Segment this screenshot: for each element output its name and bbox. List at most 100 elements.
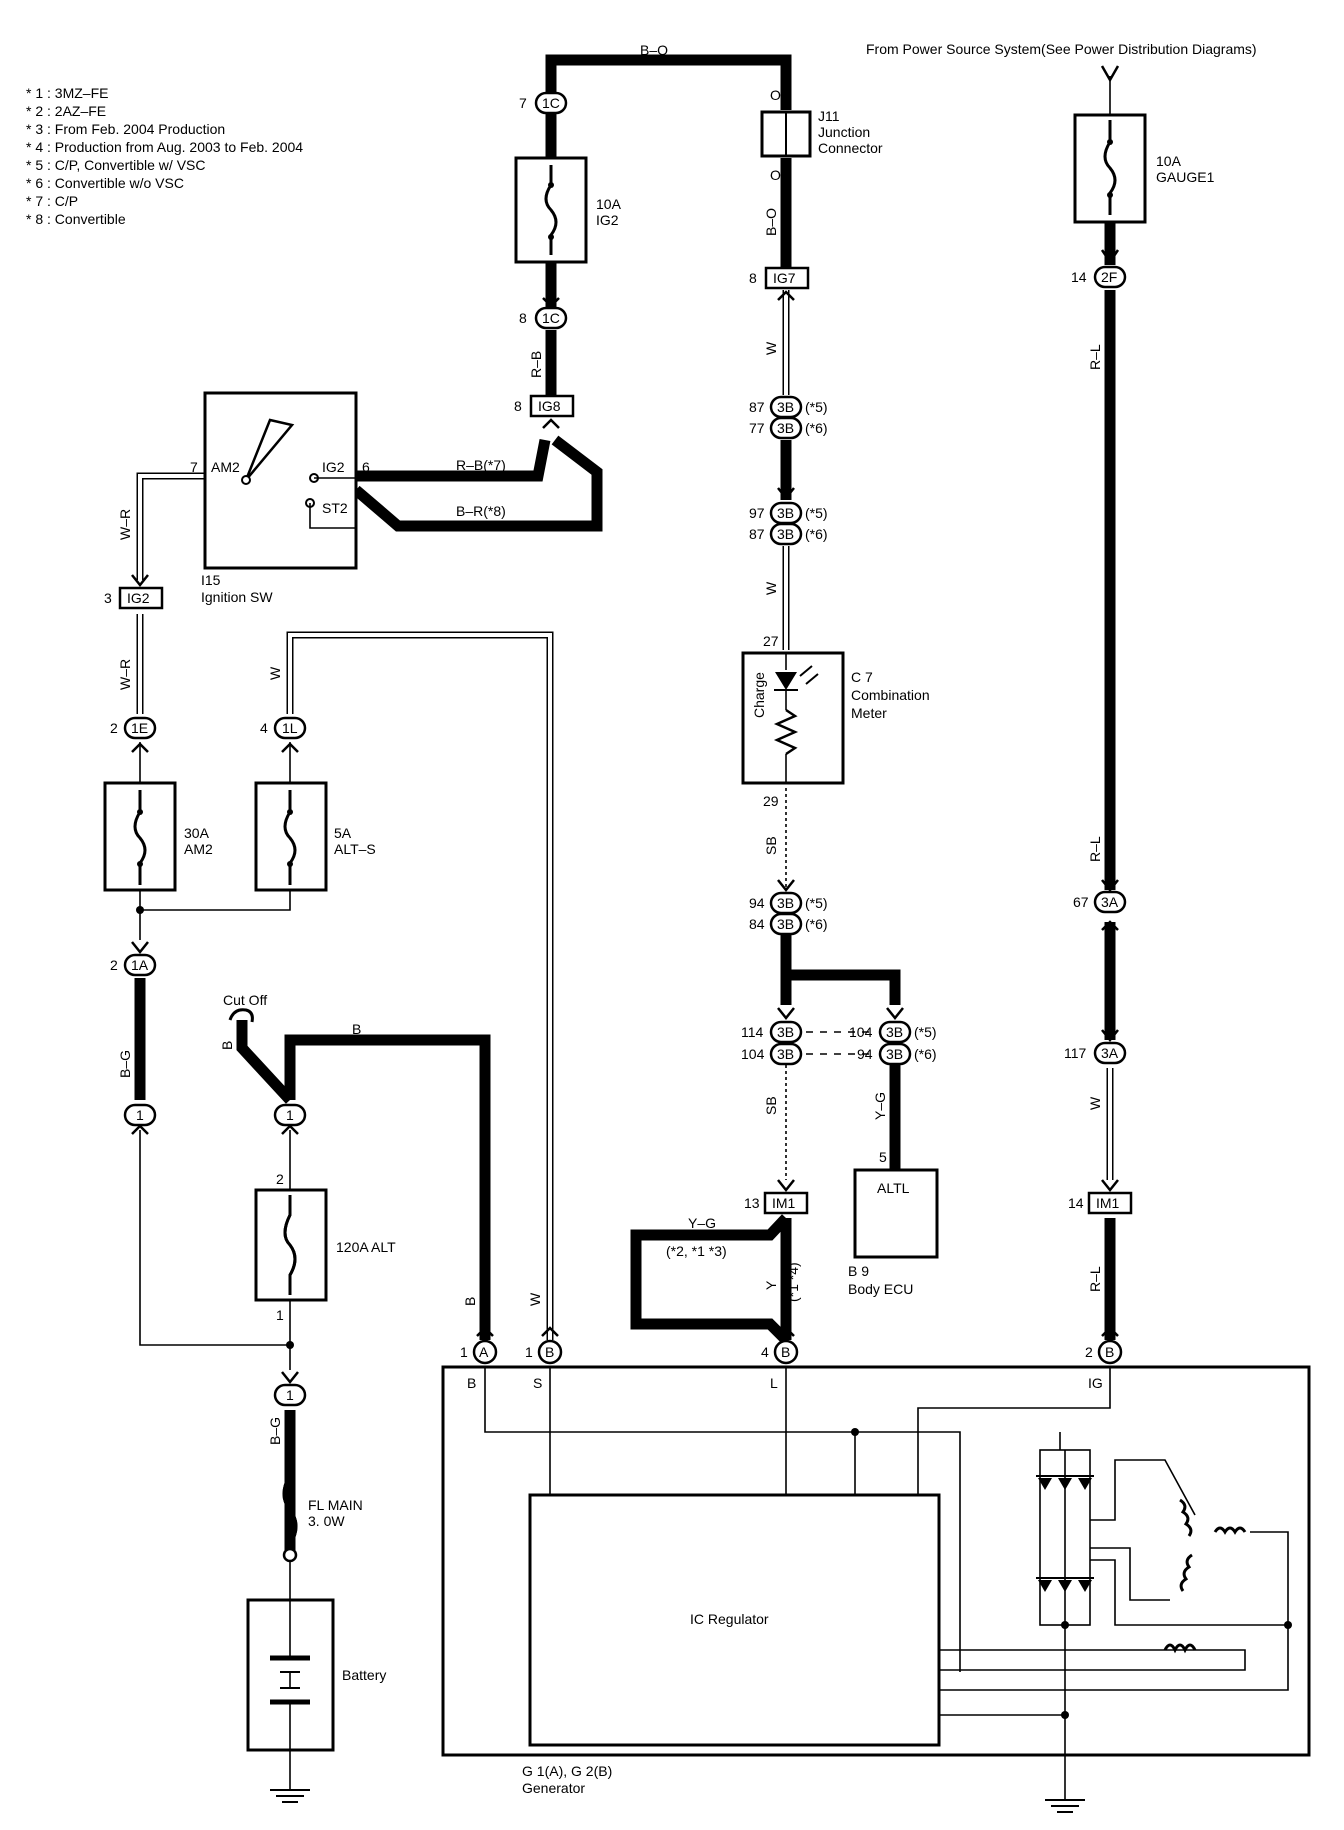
connector-gen-b [1097, 1339, 1123, 1365]
wire-w-r-core [138, 474, 215, 580]
chevron-down-icon [1100, 65, 1120, 83]
chevron-up-icon [1101, 1326, 1119, 1337]
battery: Battery [246, 1598, 386, 1803]
connector-code: 2F [1101, 269, 1117, 285]
connector-code: 3B [777, 505, 794, 521]
chevron-down-icon [777, 1007, 795, 1021]
junction-line2: Connector [818, 140, 883, 156]
footnote: * 6 : Convertible w/o VSC [26, 175, 184, 191]
fuse-icon [133, 790, 147, 885]
wire-label: B–G [117, 1050, 133, 1078]
ic-regulator-label: IC Regulator [690, 1611, 769, 1627]
junction-dot [1061, 1711, 1069, 1719]
ignition-switch: AM2 IG2 ST2 7 6 I15 Ignition SW [190, 391, 370, 605]
connector-3b [769, 416, 803, 440]
connector-pin: 1 [525, 1344, 533, 1360]
fuse-ig2: 10A IG2 [514, 156, 622, 264]
connector-3a [1093, 1041, 1127, 1065]
chevron-up-icon [281, 1124, 299, 1135]
body-ecu-name: Body ECU [848, 1281, 913, 1297]
connector-pin: 117 [1064, 1045, 1087, 1061]
connector-note: (*5) [805, 895, 828, 911]
connector-pin: 13 [744, 1195, 760, 1211]
fuse-120a-alt: 120A ALT 2 1 [254, 1171, 396, 1349]
wire-label: R–L [1087, 344, 1103, 370]
junction-dot [851, 1428, 859, 1436]
connector-code: A [479, 1344, 489, 1360]
connector-code: 3B [777, 399, 794, 415]
connector-code: 3B [777, 526, 794, 542]
connector-note: (*5) [805, 399, 828, 415]
wire-label: R–L [1087, 836, 1103, 862]
fuse-icon [1103, 120, 1117, 215]
footnote: * 5 : C/P, Convertible w/ VSC [26, 157, 206, 173]
chevron-up-icon [542, 418, 560, 429]
arrow-layer [131, 65, 1120, 1385]
chevron-down-icon [542, 297, 560, 308]
stator-coil-icon [1213, 1526, 1247, 1535]
generator-name: Generator [522, 1780, 585, 1796]
connector-pin: 14 [1071, 269, 1087, 285]
meter-line2: Meter [851, 705, 887, 721]
wire-label: R–L [1087, 1266, 1103, 1292]
wire-label: W–R [117, 659, 133, 690]
fuse-am2: 30A AM2 [103, 781, 213, 892]
gen-wire-ig [917, 1367, 1111, 1495]
connector-code: 3B [777, 420, 794, 436]
chevron-up-icon [777, 290, 795, 301]
wire-label: Y [763, 1280, 779, 1290]
footnote: * 3 : From Feb. 2004 Production [26, 121, 226, 137]
connector-code: 3B [777, 1024, 794, 1040]
wire-label: Y–G [688, 1215, 716, 1231]
terminal-ig-label: IG [1088, 1375, 1103, 1391]
connector-pin: 114 [741, 1024, 764, 1040]
body-ecu-box [853, 1168, 939, 1259]
wire-w-alt-s [286, 631, 554, 1340]
chevron-up-icon [1101, 920, 1119, 931]
terminal-l-label: L [770, 1375, 778, 1391]
fuse-alt-s-rating: 5A [334, 825, 352, 841]
wire-b-o [545, 54, 792, 110]
connector-pin: 97 [749, 505, 765, 521]
connector-note: (*5) [914, 1024, 937, 1040]
connector-pin: 104 [741, 1046, 765, 1062]
fuse-icon [544, 165, 558, 255]
connector-code: IM1 [772, 1195, 796, 1211]
wire-w-alt-s-core [288, 633, 552, 1340]
connector-code: IM1 [1096, 1195, 1120, 1211]
diode-row-bottom [1036, 1577, 1094, 1592]
stator-lead [1090, 1459, 1196, 1521]
connector-code: 1 [136, 1107, 144, 1123]
chevron-up-icon [777, 1326, 795, 1337]
connector-code: 3B [886, 1024, 903, 1040]
stator-lead [1090, 1531, 1289, 1626]
wire-label: SB [763, 1096, 779, 1115]
wire-label: W [267, 666, 283, 680]
ignition-id: I15 [201, 572, 221, 588]
junction-dot [286, 1341, 294, 1349]
fuse-ig2-rating: 10A [596, 196, 622, 212]
wire-label: W–R [117, 509, 133, 540]
connector-pin: 7 [519, 95, 527, 111]
wire-label: B [352, 1021, 361, 1037]
fuse-ig2-name: IG2 [596, 212, 619, 228]
connector-code: 3A [1101, 1045, 1119, 1061]
wire-label: SB [763, 836, 779, 855]
connector-note: (*5) [805, 505, 828, 521]
wire-layer [134, 54, 1116, 1790]
connector-1 [273, 1383, 307, 1407]
chevron-up-icon [131, 1124, 149, 1135]
ignition-name: Ignition SW [201, 589, 273, 605]
wire-b-r-8 [352, 435, 603, 532]
connector-3b [878, 1042, 912, 1066]
connector-code: IG8 [538, 398, 561, 414]
connector-1e [123, 716, 157, 740]
connector-pin: 4 [260, 720, 268, 736]
terminal-b-label: B [467, 1375, 476, 1391]
connector-code: 1A [131, 957, 149, 973]
connector-code: 3B [777, 1046, 794, 1062]
connector-pin: 94 [749, 895, 765, 911]
diode-row-top [1036, 1475, 1094, 1490]
charge-lamp-label: Charge [751, 672, 767, 718]
fusible-link-icon [282, 1474, 298, 1546]
